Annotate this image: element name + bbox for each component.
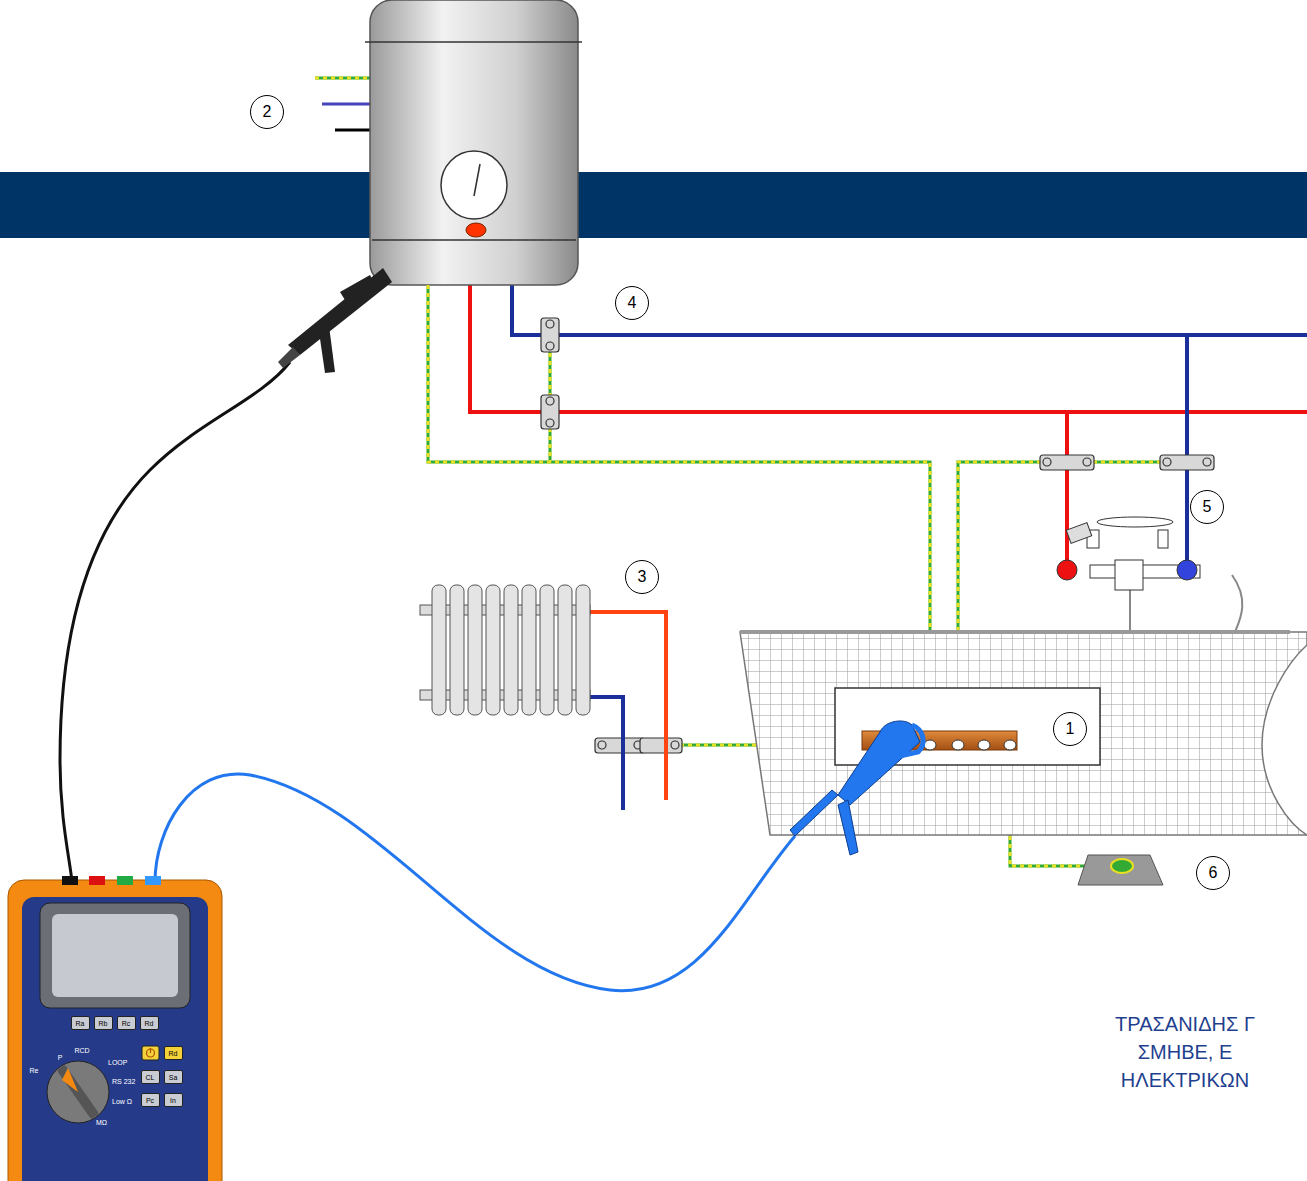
node-text: Rd (145, 1020, 154, 1027)
node-text: 6 (1209, 865, 1218, 881)
node-text: Rd (169, 1050, 178, 1057)
callout-number: 6 (1196, 856, 1230, 890)
meter-button: In (164, 1093, 183, 1107)
callout-number: 4 (615, 286, 649, 320)
cold-pipe (1185, 335, 1189, 570)
meter-button: Sa (164, 1070, 183, 1084)
author-note: ΣΜΗΒΕ, Ε (1138, 1042, 1233, 1062)
meter-button: Rb (94, 1016, 113, 1030)
blue-clamp (790, 721, 923, 855)
header-band (0, 172, 1307, 238)
dial-label: RCD (74, 1047, 89, 1054)
dial-label: RS 232 (112, 1078, 135, 1085)
hot-pipe (1065, 412, 1069, 570)
meter-button: Rd (164, 1046, 183, 1060)
callout-number: 5 (1190, 490, 1224, 524)
node-text: CL (146, 1074, 155, 1081)
dial-label: Re (30, 1067, 39, 1074)
test-lead (60, 362, 290, 882)
dial-label: LOOP (108, 1059, 127, 1066)
node-text: Rb (99, 1020, 108, 1027)
callout-number: 3 (625, 560, 659, 594)
meter-button: CL (141, 1070, 160, 1084)
meter-button: Ra (71, 1016, 90, 1030)
dial-label: P (58, 1054, 63, 1061)
meter-button: Pc (141, 1093, 160, 1107)
test-lead (155, 774, 795, 991)
cold-pipe (512, 285, 1307, 335)
phase-wire (335, 129, 370, 132)
meter-button: Rc (117, 1016, 136, 1030)
black-clamp (278, 268, 392, 373)
earth-tester (8, 876, 222, 1181)
water-heater (365, 0, 582, 285)
node-text: In (170, 1097, 176, 1104)
node-text: 2 (263, 104, 272, 120)
radiator (420, 585, 666, 810)
earth-wire (315, 77, 370, 80)
node-text: Sa (169, 1074, 178, 1081)
bathtub (740, 632, 1307, 835)
mixer-faucet (1057, 517, 1242, 632)
author-note: ΗΛΕΚΤΡΙΚΩΝ (1121, 1070, 1249, 1090)
node-text: Ra (76, 1020, 85, 1027)
node-text: 1 (1066, 721, 1075, 737)
node-text: 4 (628, 295, 637, 311)
callout-number: 2 (250, 95, 284, 129)
dial-label: Low Ω (112, 1098, 132, 1105)
earth-terminal (1078, 855, 1163, 885)
author-note: ΤΡΑΣΑΝΙΔΗΣ Γ (1115, 1014, 1255, 1034)
neutral-wire (322, 103, 370, 106)
earth-wire (315, 77, 370, 80)
dial-label: MΩ (96, 1119, 107, 1126)
hot-pipe (470, 285, 1307, 412)
node-text: 5 (1203, 499, 1212, 515)
node-text: 3 (638, 569, 647, 585)
node-text: Rc (122, 1020, 131, 1027)
node-text: Pc (146, 1097, 154, 1104)
callout-number: 1 (1053, 712, 1087, 746)
meter-button: Rd (140, 1016, 159, 1030)
